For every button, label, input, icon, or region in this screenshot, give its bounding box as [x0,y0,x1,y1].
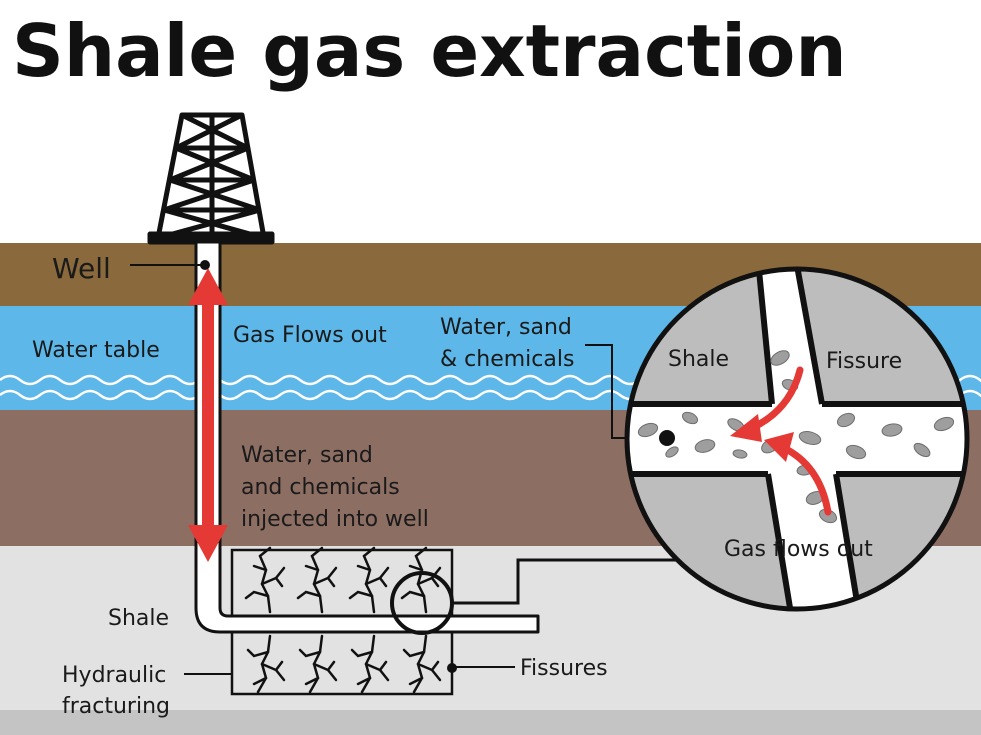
inset-fissure-label: Fissure [826,349,902,374]
mix-label-line2: & chemicals [440,347,574,372]
inset-gas-flows-out-label: Gas flows out [724,537,873,562]
injected-label-line1: Water, sand [241,443,373,468]
injected-label-line2: and chemicals [241,475,400,500]
bottom-band [0,710,981,735]
inset-flow-arrows [730,366,832,516]
hydraulic-label-line1: Hydraulic [62,663,166,688]
well-label: Well [52,252,111,285]
drilling-rig-icon [147,112,275,245]
magnifier-connector [452,558,684,605]
mix-label-line1: Water, sand [440,315,572,340]
well-pipe [194,240,540,634]
fissures-label: Fissures [520,656,608,681]
water-table-label: Water table [32,338,160,363]
fracture-cracks [244,546,442,694]
gas-flows-out-label: Gas Flows out [233,323,387,348]
inset-magnified-view [624,266,970,612]
hydraulic-label-line2: fracturing [62,694,170,719]
injected-label-line3: injected into well [241,507,429,532]
shale-label: Shale [108,606,169,631]
page-title: Shale gas extraction [12,9,847,93]
crack-icon [244,546,286,614]
crack-icon [246,634,286,694]
inset-shale-label: Shale [668,347,729,372]
gas-flow-arrow [188,268,228,562]
inset-pointer-dot [659,430,675,446]
